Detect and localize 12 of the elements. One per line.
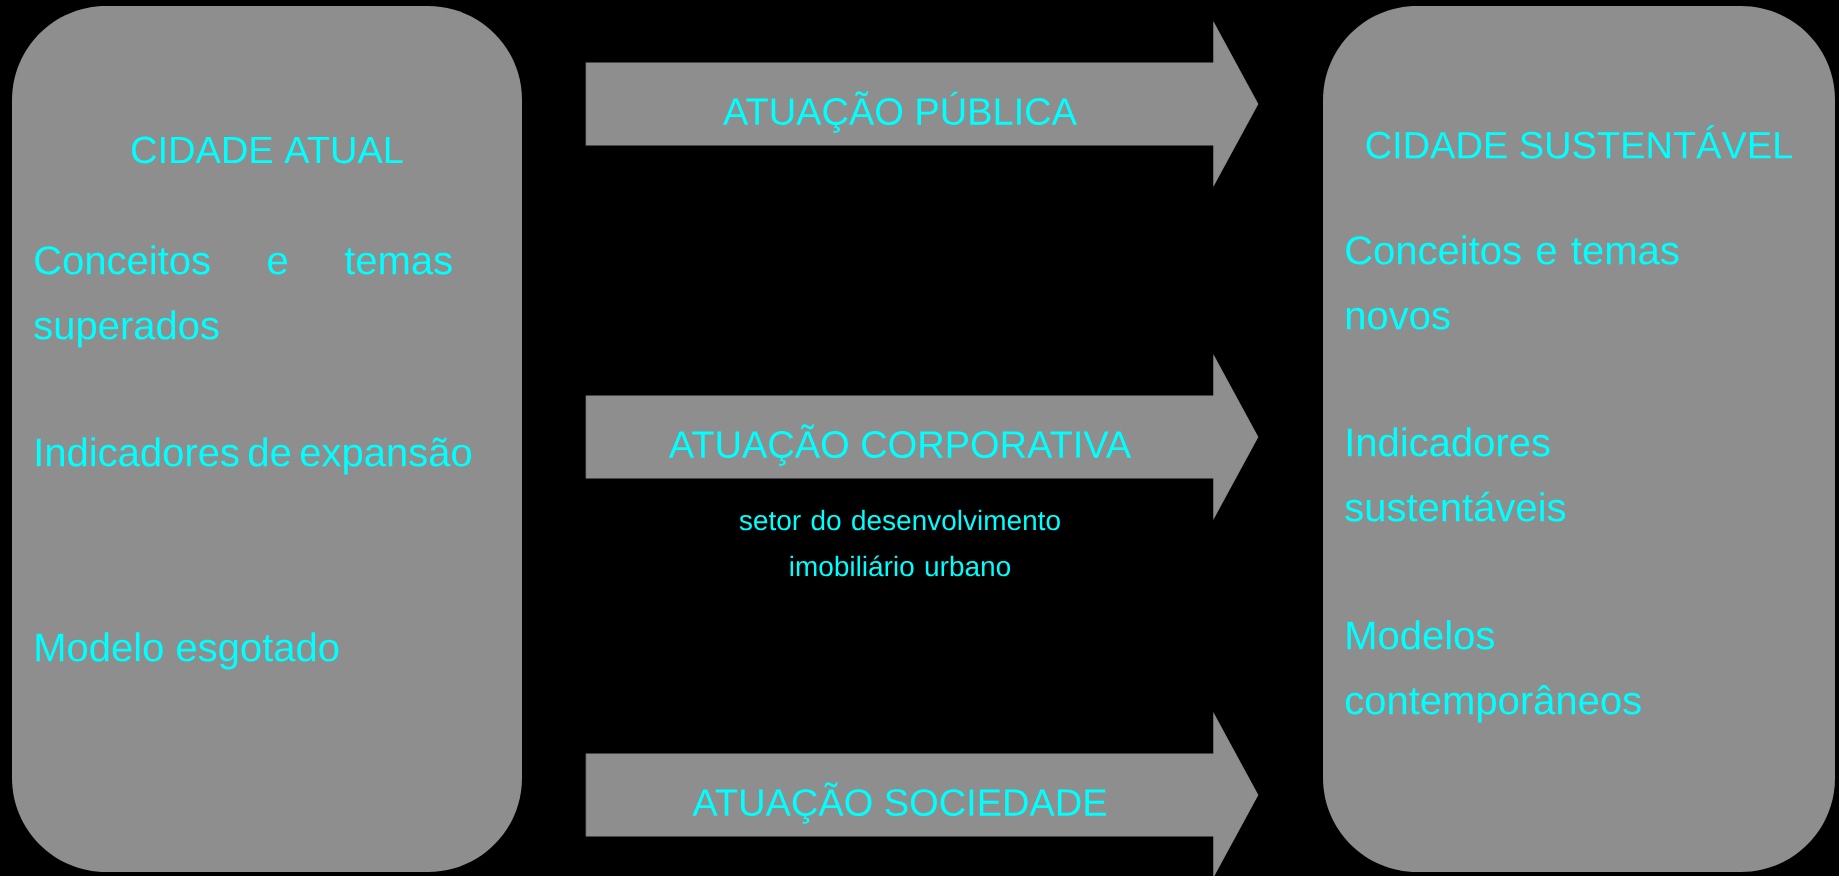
panel-text: Indicadores de expansão <box>36 437 471 475</box>
note-text: setor do desenvolvimento imobiliário urbano <box>739 509 1060 577</box>
panel-heading: CIDADE SUSTENTÁVEL <box>1366 125 1793 159</box>
edge-label: ATUAÇÃO CORPORATIVA <box>666 422 1134 468</box>
panel-text: Indicadores sustentáveis <box>1345 427 1566 522</box>
panel-heading: CIDADE ATUAL <box>132 136 403 164</box>
edge-label: ATUAÇÃO SOCIEDADE <box>690 780 1110 826</box>
edge-label: ATUAÇÃO PÚBLICA <box>721 89 1080 135</box>
panel-text: Conceitos e temas novos <box>1346 235 1679 330</box>
panel-text: Modelos contemporâneos <box>1345 620 1641 723</box>
panel-text: Conceitos e temas superados <box>34 245 452 348</box>
panel-text: Modelo esgotado <box>36 632 339 670</box>
